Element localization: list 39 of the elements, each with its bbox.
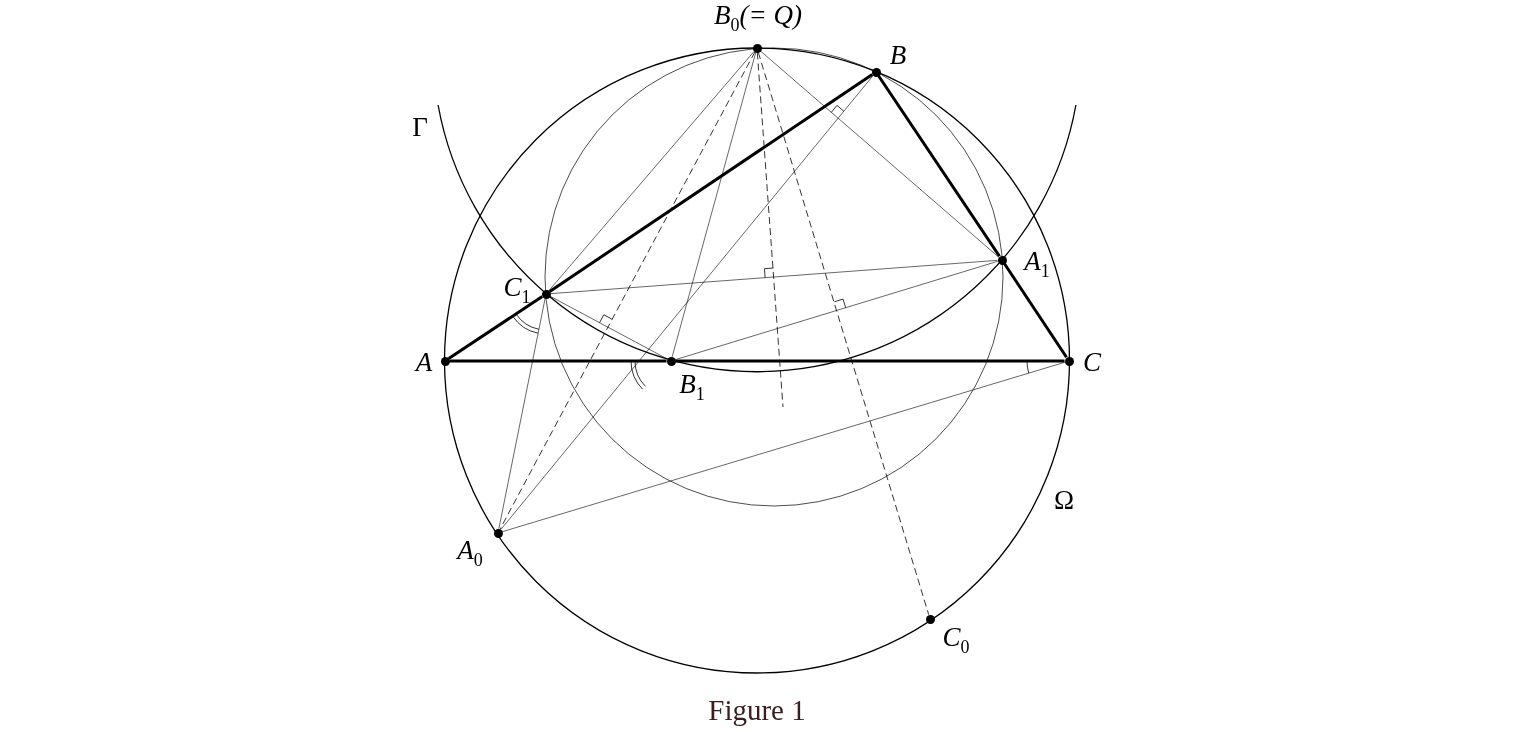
- point-dot: [666, 356, 676, 366]
- point-dot: [752, 43, 762, 53]
- point-label: C$_{1}$: [503, 274, 531, 306]
- dashed-line: [757, 51, 930, 616]
- dashed-line: [499, 51, 756, 530]
- dashed-line: [756, 52, 784, 408]
- line-segment: [548, 51, 755, 291]
- line-segment: [675, 359, 1065, 363]
- curve-label: Γ: [412, 113, 428, 141]
- line-segment: [447, 295, 544, 360]
- line-segment: [500, 75, 874, 530]
- point-label: C$_{0}$: [942, 624, 970, 656]
- figure-caption: Figure 1: [708, 693, 806, 727]
- point-label: A$_{1}$: [1024, 248, 1050, 280]
- point-label: C: [1083, 348, 1101, 376]
- point-dot: [1064, 356, 1074, 366]
- line-segment: [548, 73, 874, 293]
- point-dot: [493, 528, 503, 538]
- point-label: A$_{0}$: [457, 537, 483, 569]
- line-segment: [877, 74, 1001, 258]
- point-dot: [541, 289, 551, 299]
- line-segment: [675, 261, 998, 360]
- point-dot: [997, 255, 1007, 265]
- point-label: A: [415, 348, 433, 376]
- line-segment: [671, 52, 757, 357]
- point-dot: [440, 356, 450, 366]
- point-label: B$_{1}$: [679, 371, 705, 403]
- point-label: B$_{0}$(= Q): [714, 2, 802, 34]
- line-segment: [502, 362, 1065, 532]
- point-dot: [925, 614, 935, 624]
- line-segment: [549, 295, 668, 360]
- line-segment: [760, 50, 999, 258]
- point-dot: [871, 67, 881, 77]
- line-segment: [498, 298, 546, 529]
- line-segment: [1003, 262, 1068, 359]
- line-segment: [449, 359, 667, 363]
- line-segment: [550, 260, 998, 294]
- curve-label: Ω: [1053, 486, 1075, 514]
- point-label: B: [889, 41, 907, 69]
